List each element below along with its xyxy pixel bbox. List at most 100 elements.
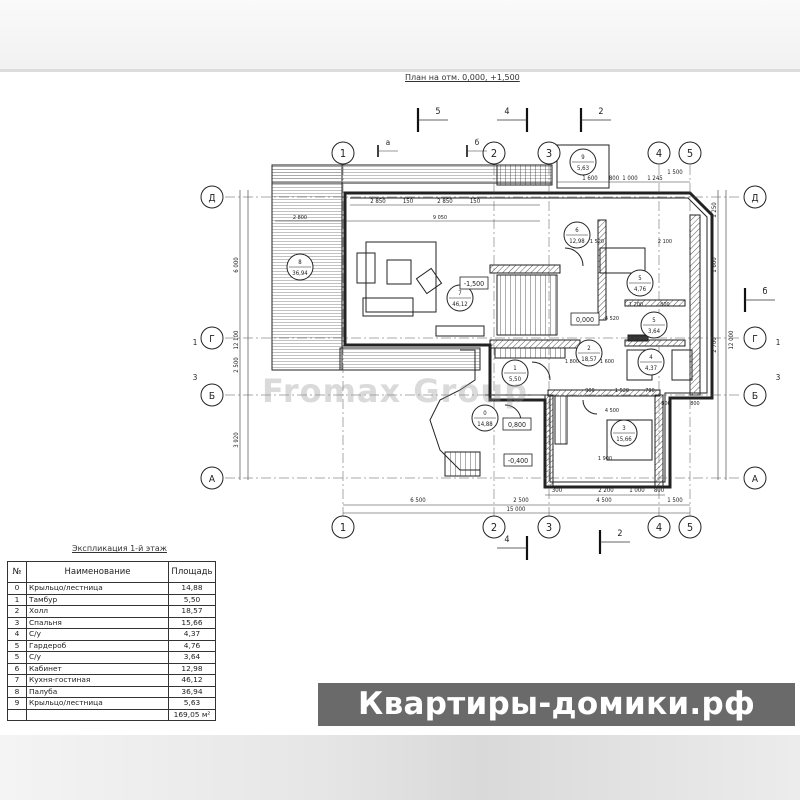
axis-bubble: [200, 383, 224, 407]
axis-bubble: [200, 326, 224, 350]
dimension-text: 1 520: [590, 239, 604, 245]
room-number: 4: [649, 354, 653, 361]
dimension-text: 12 100: [233, 330, 240, 349]
elevation-mark: [502, 417, 532, 431]
section-label: 4: [504, 535, 509, 545]
elevation-mark: [570, 312, 600, 326]
section-label: б: [475, 137, 480, 147]
room-area-cell: 4,76: [168, 639, 216, 652]
room-area-cell: 14,88: [168, 582, 216, 595]
room-number: 5: [638, 275, 641, 282]
dimension-text: 800: [690, 401, 699, 407]
dimension-text: 9 050: [433, 215, 447, 221]
dimension-text: 1 000: [629, 487, 645, 494]
section-label: а: [386, 138, 390, 147]
interior-stair: [496, 274, 558, 336]
room-tag: 746,12: [446, 284, 474, 312]
section-label: 1: [193, 338, 198, 347]
axis-bubble: [537, 141, 561, 165]
room-number: 5: [652, 317, 655, 324]
section-label: 4: [504, 107, 509, 117]
room-number-cell: 1: [7, 593, 27, 606]
dimension-text: 3 920: [233, 432, 240, 448]
room-name-cell: Холл: [26, 605, 169, 618]
site-banner: Квартиры-домики.рф: [318, 683, 795, 726]
axis-bubble: [678, 141, 702, 165]
axis-bubble: [647, 515, 671, 539]
room-area: 3,64: [648, 328, 661, 335]
dimension-text: 800: [609, 175, 620, 182]
axis-bubble: [743, 383, 767, 407]
dimension-total: 15 000: [507, 506, 526, 513]
explication-title: Экспликация 1-й этаж: [72, 544, 167, 553]
dimension-text: 1 250: [711, 202, 718, 218]
dimension-text: 1 600: [711, 257, 718, 273]
section-label: 3: [776, 373, 781, 382]
room-tag: 218,57: [575, 339, 603, 367]
header-name: Наименование: [26, 561, 169, 583]
room-area-cell: 46,12: [168, 674, 216, 687]
room-number-cell: 5: [7, 639, 27, 652]
dimension-text: 900: [585, 388, 594, 394]
axis-bubble: [678, 515, 702, 539]
section-label: 5: [435, 107, 440, 117]
dimension-text: 2 850: [370, 198, 386, 205]
dimension-text: 1 245: [647, 175, 662, 182]
dimension-text: 4 500: [596, 497, 612, 504]
dimension-text: 1 900: [598, 456, 612, 462]
axis-label: Б: [752, 391, 758, 402]
axis-label: 2: [491, 521, 497, 534]
room-area-cell: 5,63: [168, 697, 216, 710]
dimension-text: 2 500: [513, 497, 529, 504]
room-name-cell: С/у: [26, 628, 169, 641]
axis-bubble: [331, 141, 355, 165]
room-name-cell: Кухня-гостиная: [26, 674, 169, 687]
room-area-cell: 5,50: [168, 593, 216, 606]
axis-label: 5: [687, 147, 693, 160]
room-tag: 014,88: [471, 404, 499, 432]
dimension-text: 2 500: [233, 357, 240, 373]
room-tag: 44,37: [637, 348, 665, 376]
room-area: 46,12: [452, 301, 467, 308]
room-area-cell: 15,66: [168, 616, 216, 629]
room-number-cell: 4: [7, 628, 27, 641]
elevation-value: 0,000: [576, 316, 594, 324]
room-tag: 95,63: [569, 148, 597, 176]
dimension-text: 800: [654, 487, 665, 494]
room-area: 36,94: [292, 270, 308, 277]
table-header: № Наименование Площадь: [7, 561, 216, 583]
room-area: 5,50: [509, 376, 522, 383]
dimension-text: 1 600: [582, 175, 598, 182]
room-area: 5,63: [577, 165, 589, 172]
room-number-cell: 3: [7, 616, 27, 629]
total-row: 169,05 м²: [7, 708, 216, 721]
axis-label: Д: [751, 193, 758, 204]
room-number: 3: [622, 425, 625, 432]
dimension-text: 12 000: [728, 330, 735, 349]
empty-cell: [26, 708, 169, 721]
dimension-text: 1 800: [565, 359, 579, 365]
room-area: 14,88: [477, 421, 493, 428]
room-area-cell: 18,57: [168, 605, 216, 618]
room-tag: 315,66: [610, 419, 638, 447]
room-area: 18,57: [581, 356, 596, 363]
elevation-mark: [459, 276, 489, 290]
empty-cell: [7, 708, 27, 721]
dimension-text: 800: [661, 401, 670, 407]
room-area-cell: 36,94: [168, 685, 216, 698]
axis-bubble: [200, 185, 224, 209]
room-area: 15,66: [616, 436, 632, 443]
axis-bubble: [482, 141, 506, 165]
axis-label: А: [752, 474, 759, 485]
dimension-text: 6 500: [410, 497, 426, 504]
room-number-cell: 9: [7, 697, 27, 710]
top-blur-band: [0, 0, 800, 72]
axis-label: 2: [491, 147, 497, 160]
